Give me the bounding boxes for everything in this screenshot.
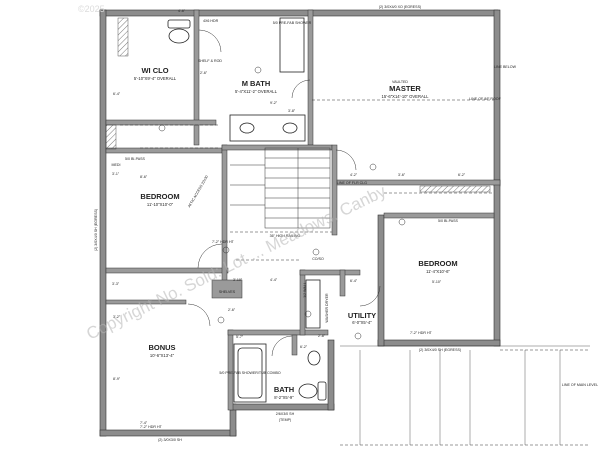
dim: 6'-2" — [458, 173, 466, 177]
dim: 9'-2" — [270, 101, 278, 105]
staircase — [230, 147, 331, 229]
label-shelves: SHELVES — [219, 290, 236, 294]
grid-lines — [340, 345, 590, 445]
room-dims-bonus: 10'-6"X13'-4" — [150, 353, 175, 358]
label-line-of-main: LINE OF MAIN LEVEL — [562, 383, 598, 387]
light-fixtures — [158, 66, 406, 340]
label-bottom-window: (2) 3/0X3/0 SH — [158, 438, 182, 442]
dim: 6'-4" — [113, 92, 121, 96]
label-line-below: LINE BELOW — [494, 65, 517, 69]
dim: 3'-2" — [113, 315, 121, 319]
label-washer-dryer: WASHER DRYER — [325, 293, 329, 323]
label-egress-left: (2) 3/0X4/0 SH (EGRESS) — [94, 209, 98, 251]
room-name-bath: BATH — [274, 385, 294, 394]
label-railing: 36" HIGH RAILING — [270, 234, 301, 238]
dimension-labels: 4'-6" 6'-4" 2'-6" 9'-2" 3'-8" 4'-2" 3'-6… — [112, 9, 466, 425]
label-shower-bath: 5/0 PRE-FAB SHOWER/TUB COMBO — [219, 371, 281, 375]
dim: 4'-6" — [178, 9, 186, 13]
label-bath-temp: (TEMP) — [279, 418, 291, 422]
dim: 8'-9" — [113, 377, 121, 381]
room-dims-m-bath: 5'-4"X11'-2" OVERALL — [235, 89, 278, 94]
dim: 3'-1" — [112, 172, 120, 176]
room-name-bonus: BONUS — [148, 343, 175, 352]
door-swings — [187, 29, 381, 357]
hdr-label: 4X6 HDR — [203, 19, 219, 23]
label-coso: CO/SO — [312, 257, 324, 261]
dim: 3'-10" — [233, 278, 243, 282]
dim: 2'-6" — [200, 71, 208, 75]
dim: 2'-6" — [228, 308, 236, 312]
room-note-master: VAULTED — [392, 80, 408, 84]
dashed-lines — [120, 99, 590, 446]
room-dims-bath: 8'-2"X5'-9" — [274, 395, 294, 400]
dim: 5'-10" — [432, 280, 442, 284]
label-line-of-floor: LINE OF FLR CLG — [337, 181, 367, 185]
dim: 2'-8" — [318, 334, 326, 338]
interior-walls — [105, 9, 501, 411]
hatched-walls — [105, 17, 491, 193]
room-dims-utility: 6'-0"X5'-4" — [352, 320, 372, 325]
label-bath-window: 2/6X3/0 SH — [276, 412, 295, 416]
room-name-bedroom-right: BEDROOM — [418, 259, 457, 268]
room-dims-master: 15'-6"X14'-10" OVERALL — [382, 94, 430, 99]
hdr-label: 7'-2" HDR HT — [410, 331, 433, 335]
dim: 7'-4" — [140, 421, 148, 425]
dim: 3'-8" — [288, 109, 296, 113]
label-shelf-rod: SHELF & ROD — [198, 59, 222, 63]
fixtures — [167, 17, 327, 403]
dim: 4'-4" — [270, 278, 278, 282]
dim: 5'-7" — [236, 335, 244, 339]
dim: 3'-3" — [112, 282, 120, 286]
label-bipass-left: 5/0 BI-PASS — [125, 157, 146, 161]
room-dims-wi-clo: 5'-10"X9'-4" OVERALL — [134, 76, 177, 81]
dim: 8'-6" — [140, 175, 148, 179]
hdr-label: 7'-2" HDR HT — [140, 425, 163, 429]
dim: 3'-6" — [398, 173, 406, 177]
dim: 6'-4" — [350, 279, 358, 283]
label-line-of-roof: LINE OF 8/F ROOF — [469, 97, 501, 101]
room-name-master: MASTER — [389, 84, 421, 93]
copyright-mark: ©2025 — [78, 4, 105, 14]
label-bipass-right: 5/0 BI-PASS — [438, 219, 459, 223]
room-name-bedroom-left: BEDROOM — [140, 192, 179, 201]
dim: 6'-2" — [300, 345, 308, 349]
room-name-m-bath: M BATH — [242, 79, 271, 88]
room-name-wi-clo: WI CLO — [141, 66, 168, 75]
dim: 4'-2" — [350, 173, 358, 177]
room-dims-bedroom-right: 11'-4"X10'-6" — [426, 269, 450, 274]
label-medi: MEDI — [112, 163, 121, 167]
label-egress-top: (2) 3/0X4/0 XO (EGRESS) — [379, 5, 421, 9]
label-shower-mbath: 5/0 PRE-FAB SHOWER — [273, 21, 312, 25]
hdr-label: 7'-2" HDR HT — [212, 240, 235, 244]
room-dims-bedroom-left: 11'-10"X10'-0" — [147, 202, 174, 207]
label-half-wall: 1/2 WALL — [303, 282, 307, 298]
label-egress-right: (2) 3/0X4/0 SH (EGRESS) — [419, 348, 461, 352]
room-name-utility: UTILITY — [348, 311, 376, 320]
